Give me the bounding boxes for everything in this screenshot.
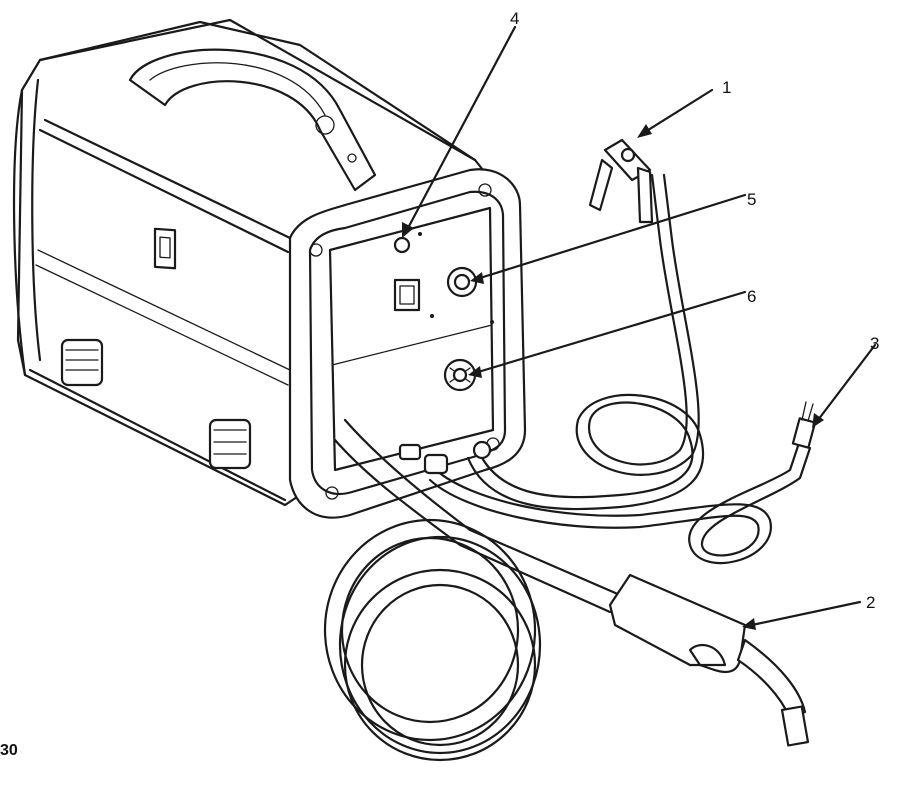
torch-cable-coil — [323, 418, 622, 762]
ground-clamp — [588, 138, 654, 224]
figure-number: 30 — [0, 742, 18, 759]
hinge-left — [60, 338, 104, 387]
power-plug — [791, 417, 817, 449]
ground-clamp-cable — [466, 173, 705, 511]
callout-5: 5 — [747, 190, 756, 209]
callout-arrows — [402, 25, 877, 630]
hinge-right — [208, 418, 252, 470]
mig-gun — [608, 573, 810, 747]
callout-2: 2 — [866, 593, 875, 612]
rear-panel — [328, 206, 495, 472]
power-cord — [428, 401, 817, 565]
callout-3: 3 — [870, 334, 879, 353]
breaker-cap — [393, 236, 411, 254]
cable-strain-reliefs — [398, 440, 492, 475]
carry-handle — [128, 48, 377, 192]
power-switch — [393, 278, 421, 312]
welder-housing — [12, 18, 497, 507]
callout-1: 1 — [722, 78, 731, 97]
callout-4: 4 — [510, 9, 519, 28]
callout-6: 6 — [747, 287, 756, 306]
